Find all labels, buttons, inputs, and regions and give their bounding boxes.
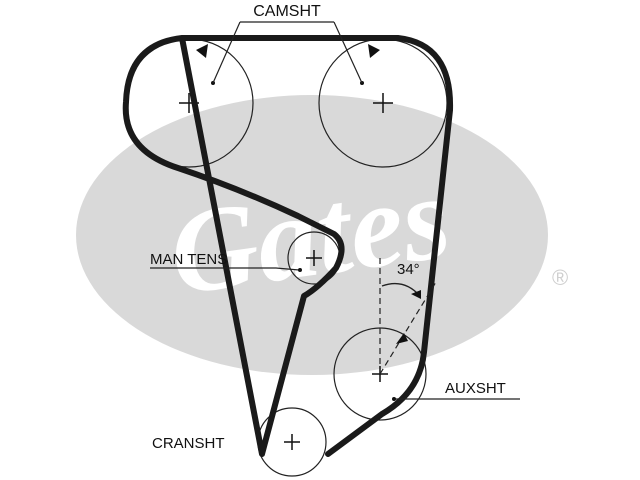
gates-watermark: Gates ® bbox=[76, 95, 568, 375]
camshaft-leader-right bbox=[333, 21, 363, 84]
manual-tensioner-leader-dot bbox=[298, 268, 302, 272]
camshaft-leader-left bbox=[212, 21, 241, 84]
angle-offset-line bbox=[379, 281, 437, 375]
angle-arc-arrow bbox=[411, 290, 421, 299]
timing-mark-cam-left bbox=[196, 44, 208, 58]
timing-belt bbox=[122, 35, 454, 457]
center-cross-crank bbox=[284, 434, 300, 450]
auxiliary-shaft-leader-dot bbox=[392, 397, 396, 401]
camshaft-leaders bbox=[212, 21, 363, 84]
crankshaft-label: CRANSHT bbox=[152, 435, 225, 452]
auxiliary-shaft-label: AUXSHT bbox=[445, 380, 506, 397]
timing-mark-cam-right bbox=[368, 44, 380, 58]
camshaft-label: CAMSHT bbox=[253, 3, 321, 20]
watermark-registered-mark: ® bbox=[552, 265, 568, 290]
angle-label: 34° bbox=[397, 261, 420, 278]
center-cross-cam-right bbox=[373, 93, 393, 113]
angle-offset-arrow bbox=[396, 333, 408, 344]
pulley-center-marks bbox=[179, 93, 393, 450]
angle-indicator: 34° bbox=[379, 258, 437, 375]
center-cross-tensioner bbox=[306, 250, 322, 266]
manual-tensioner-label: MAN TENS bbox=[150, 251, 227, 268]
manual-tensioner-leader bbox=[150, 267, 300, 271]
